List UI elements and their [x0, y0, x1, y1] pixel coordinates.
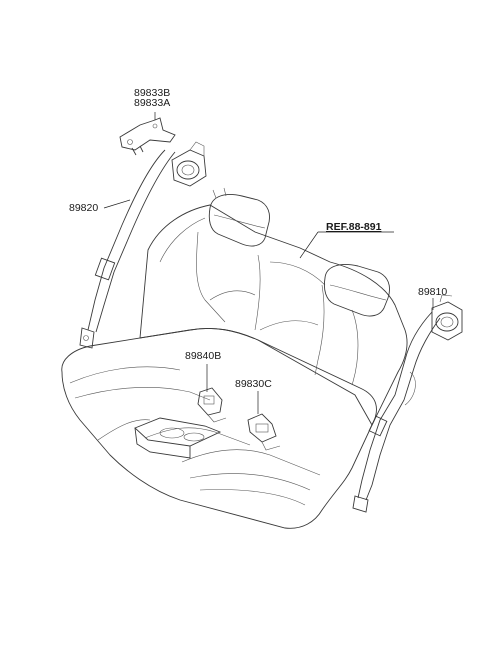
right-retractor — [431, 294, 463, 341]
seat-back — [139, 204, 408, 426]
label-89820: 89820 — [69, 202, 99, 214]
label-89810: 89810 — [418, 286, 448, 298]
label-89833b: 89833B — [134, 87, 171, 99]
label-89833a: 89833A — [134, 97, 171, 109]
buckle-89840b — [197, 387, 227, 423]
upper-bracket — [119, 117, 176, 156]
left-retractor — [171, 141, 207, 187]
label-89840b: 89840B — [185, 350, 222, 362]
buckle-89830c — [247, 413, 281, 451]
label-ref-88-891: REF.88-891 — [326, 221, 382, 233]
right-seat-belt — [352, 311, 441, 513]
right-headrest — [323, 264, 390, 317]
left-seat-belt — [79, 149, 176, 349]
leader-lines — [103, 112, 434, 414]
label-89830c: 89830C — [235, 378, 272, 390]
left-headrest — [208, 187, 270, 247]
